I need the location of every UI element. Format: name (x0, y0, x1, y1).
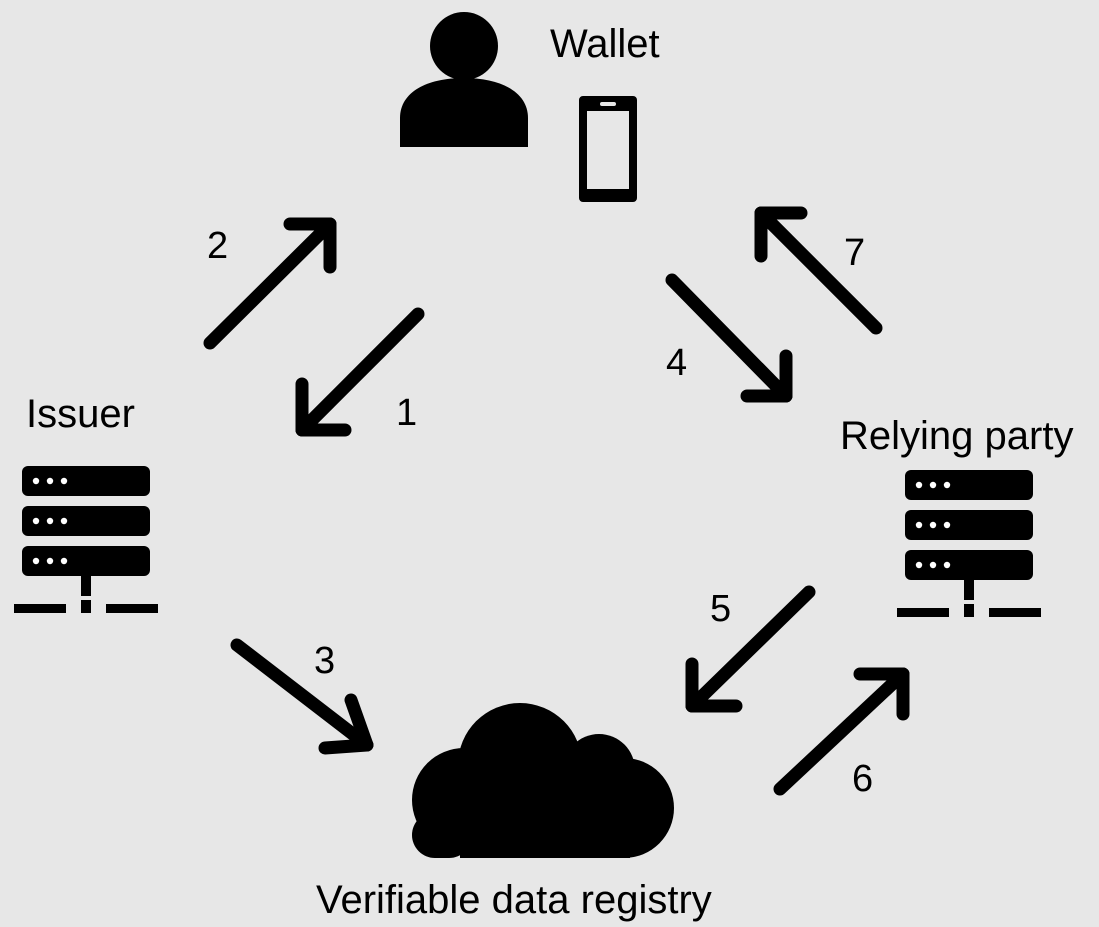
arrow-5 (685, 585, 816, 713)
relying-party-label: Relying party (840, 414, 1074, 458)
arrow-2 (203, 217, 337, 350)
arrow-7 (754, 206, 883, 335)
arrow-4 (665, 273, 793, 403)
arrow-6 (773, 667, 910, 796)
edge-number-7: 7 (844, 232, 866, 274)
cloud-icon (412, 703, 674, 858)
edge-number-4: 4 (666, 342, 688, 384)
relying-party-server-icon (897, 470, 1041, 617)
edge-number-2: 2 (207, 225, 229, 267)
edge-number-5: 5 (710, 588, 732, 630)
issuer-server-icon (14, 466, 158, 613)
edge-number-1: 1 (396, 392, 418, 434)
person-icon (400, 12, 528, 147)
arrow-3 (230, 638, 374, 755)
wallet-label: Wallet (550, 22, 660, 66)
smartphone-icon (579, 96, 637, 202)
edge-number-3: 3 (314, 640, 336, 682)
registry-label: Verifiable data registry (316, 878, 712, 922)
issuer-label: Issuer (26, 392, 135, 436)
edge-number-6: 6 (852, 758, 874, 800)
arrow-1 (295, 307, 425, 437)
